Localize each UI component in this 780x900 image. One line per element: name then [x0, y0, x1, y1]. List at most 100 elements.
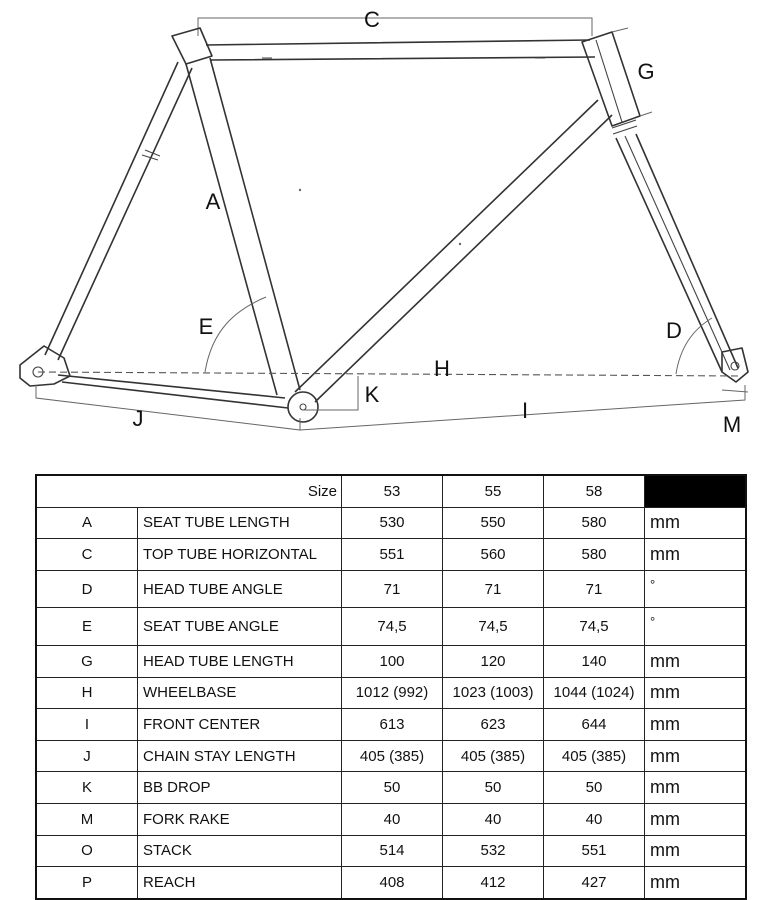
row-value: 405 (385) — [341, 739, 443, 773]
row-code: O — [35, 834, 138, 868]
row-value: 405 (385) — [442, 739, 544, 773]
seat-tube — [185, 57, 301, 396]
head-tube — [581, 31, 641, 135]
row-name: HEAD TUBE LENGTH — [137, 644, 342, 678]
table-row: M FORK RAKE 40 40 40 mm — [35, 802, 747, 836]
down-tube — [294, 99, 613, 403]
seat-clamp — [171, 27, 213, 65]
table-row: A SEAT TUBE LENGTH 530 550 580 mm — [35, 506, 747, 540]
row-value: 427 — [543, 866, 645, 900]
label-i: I — [522, 398, 528, 423]
size-header-label: Size — [35, 474, 342, 508]
dimension-line-m — [721, 389, 749, 393]
label-j: J — [133, 406, 144, 431]
row-code: H — [35, 676, 138, 710]
table-header-row: Size 53 55 58 — [35, 474, 747, 508]
label-m: M — [723, 412, 741, 437]
row-value: 580 — [543, 538, 645, 571]
row-code: K — [35, 771, 138, 804]
row-unit: mm — [644, 538, 747, 571]
table-row: J CHAIN STAY LENGTH 405 (385) 405 (385) … — [35, 739, 747, 773]
row-value: 408 — [341, 866, 443, 900]
row-name: FORK RAKE — [137, 802, 342, 836]
label-k: K — [365, 382, 380, 407]
row-name: BB DROP — [137, 771, 342, 804]
row-value: 71 — [442, 569, 544, 609]
top-tube — [205, 39, 596, 61]
row-unit: mm — [644, 644, 747, 678]
row-code: J — [35, 739, 138, 773]
dimension-line-k — [303, 376, 359, 411]
size-column-header: 55 — [442, 474, 544, 508]
row-value: 613 — [341, 708, 443, 741]
dimension-line-g — [611, 27, 653, 117]
dimension-line-h — [37, 371, 741, 377]
row-unit: mm — [644, 771, 747, 804]
row-value: 532 — [442, 834, 544, 868]
row-unit: mm — [644, 506, 747, 540]
table-row: O STACK 514 532 551 mm — [35, 834, 747, 868]
row-value: 140 — [543, 644, 645, 678]
row-unit: ° — [644, 607, 747, 646]
row-value: 120 — [442, 644, 544, 678]
row-code: A — [35, 506, 138, 540]
row-value: 550 — [442, 506, 544, 540]
angle-arc-d — [675, 317, 713, 375]
size-column-header: 58 — [543, 474, 645, 508]
row-code: E — [35, 607, 138, 646]
front-dropout — [721, 347, 749, 383]
seat-stay — [44, 61, 193, 361]
label-e: E — [199, 314, 214, 339]
label-a: A — [206, 189, 221, 214]
table-row: H WHEELBASE 1012 (992) 1023 (1003) 1044 … — [35, 676, 747, 710]
frame-geometry-diagram: C — [19, 7, 749, 437]
row-value: 551 — [543, 834, 645, 868]
row-code: G — [35, 644, 138, 678]
row-unit: mm — [644, 708, 747, 741]
row-code: I — [35, 708, 138, 741]
row-value: 74,5 — [543, 607, 645, 646]
label-g: G — [637, 59, 654, 84]
chain-stay — [57, 374, 289, 409]
table-row: G HEAD TUBE LENGTH 100 120 140 mm — [35, 644, 747, 678]
table-row: D HEAD TUBE ANGLE 71 71 71 ° — [35, 569, 747, 609]
row-value: 71 — [543, 569, 645, 609]
row-value: 1012 (992) — [341, 676, 443, 710]
row-value: 560 — [442, 538, 544, 571]
table-row: K BB DROP 50 50 50 mm — [35, 771, 747, 804]
row-name: SEAT TUBE ANGLE — [137, 607, 342, 646]
row-name: REACH — [137, 866, 342, 900]
table-row: P REACH 408 412 427 mm — [35, 866, 747, 900]
row-unit: mm — [644, 866, 747, 900]
fork — [615, 133, 739, 373]
table-row: I FRONT CENTER 613 623 644 mm — [35, 708, 747, 741]
dimension-line-c — [197, 17, 593, 36]
row-unit: mm — [644, 802, 747, 836]
row-unit: mm — [644, 676, 747, 710]
table-row: C TOP TUBE HORIZONTAL 551 560 580 mm — [35, 538, 747, 571]
row-value: 50 — [442, 771, 544, 804]
row-name: WHEELBASE — [137, 676, 342, 710]
dimension-line-j — [35, 385, 301, 431]
row-name: HEAD TUBE ANGLE — [137, 569, 342, 609]
row-code: C — [35, 538, 138, 571]
row-value: 50 — [341, 771, 443, 804]
row-value: 623 — [442, 708, 544, 741]
table-row: E SEAT TUBE ANGLE 74,5 74,5 74,5 ° — [35, 607, 747, 646]
row-value: 644 — [543, 708, 645, 741]
label-h: H — [434, 356, 450, 381]
row-value: 1023 (1003) — [442, 676, 544, 710]
row-name: SEAT TUBE LENGTH — [137, 506, 342, 540]
label-d: D — [666, 318, 682, 343]
row-value: 530 — [341, 506, 443, 540]
row-value: 74,5 — [341, 607, 443, 646]
row-value: 71 — [341, 569, 443, 609]
row-code: M — [35, 802, 138, 836]
row-name: CHAIN STAY LENGTH — [137, 739, 342, 773]
row-name: STACK — [137, 834, 342, 868]
row-value: 405 (385) — [543, 739, 645, 773]
row-name: TOP TUBE HORIZONTAL — [137, 538, 342, 571]
row-name: FRONT CENTER — [137, 708, 342, 741]
row-value: 1044 (1024) — [543, 676, 645, 710]
row-value: 580 — [543, 506, 645, 540]
